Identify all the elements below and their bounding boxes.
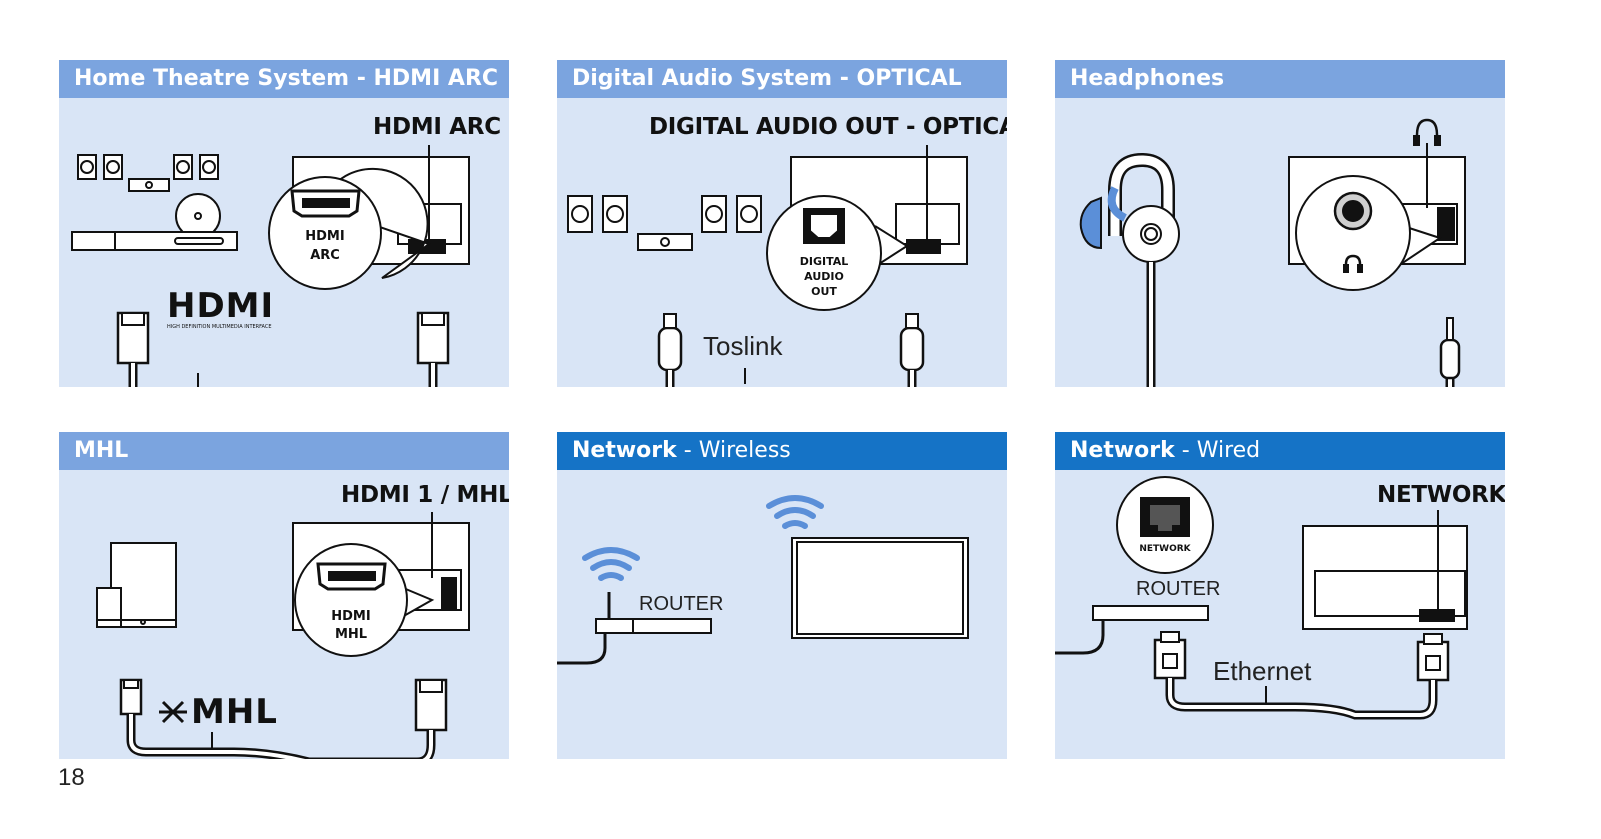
zoom-label-arc: ARC — [310, 248, 340, 263]
panel-title-light: - Wireless — [676, 438, 791, 463]
zoom-label-network: NETWORK — [1139, 544, 1191, 554]
ethernet-plug-icon — [1416, 640, 1450, 682]
headphone-jack-plug-icon — [1439, 338, 1461, 380]
panel-body: HDMI 1 / MHL HDMI MHL MHL — [59, 470, 509, 759]
panel-body: NETWORK NETWORK ROUTER Ethernet — [1055, 470, 1505, 759]
mhl-logo: MHL — [191, 692, 278, 732]
panel-network-wired: Network - Wired — [1055, 432, 1505, 759]
speaker-icon — [199, 154, 219, 180]
zoom-bubble — [766, 195, 882, 311]
panel-title: MHL — [59, 432, 509, 470]
zoom-label-mhl: MHL — [334, 627, 368, 642]
ethernet-plug-icon — [1153, 638, 1187, 680]
hdmi-logo: HDMI HIGH DEFINITION MULTIMEDIA INTERFAC… — [167, 286, 275, 330]
panel-title: Network - Wireless — [557, 432, 1007, 470]
mhl-logo-icon — [159, 700, 187, 724]
port-label: DIGITAL AUDIO OUT - OPTICAL — [649, 114, 1007, 140]
toslink-cable — [665, 370, 917, 387]
toslink-plug-icon — [899, 326, 925, 372]
headphones-diagram — [1079, 118, 1466, 387]
panel-mhl: MHL — [59, 432, 509, 759]
panel-title: Headphones — [1055, 60, 1505, 98]
network-port — [1419, 609, 1455, 622]
tv-icon — [791, 537, 969, 639]
center-speaker-icon — [637, 233, 693, 251]
digital-audio-diagram — [567, 145, 968, 387]
port-label: NETWORK — [1377, 482, 1505, 508]
speaker-icon — [173, 154, 193, 180]
panel-body: ROUTER — [557, 470, 1007, 759]
hdmi-cable — [128, 363, 438, 387]
router-label: ROUTER — [1136, 578, 1221, 600]
panel-home-theatre: Home Theatre System - HDMI ARC — [59, 60, 509, 387]
panel-digital-audio: Digital Audio System - OPTICAL — [557, 60, 1007, 387]
page-number: 18 — [58, 764, 85, 791]
headphone-cable — [1146, 262, 1455, 387]
port-label: HDMI ARC — [373, 114, 501, 140]
cable-label: Toslink — [703, 331, 783, 361]
port-label: HDMI 1 / MHL — [341, 482, 509, 508]
hdmi-mhl-port — [441, 577, 457, 611]
optical-port — [906, 239, 941, 254]
panel-title: Home Theatre System - HDMI ARC — [59, 60, 509, 98]
router-label: ROUTER — [639, 593, 724, 615]
wireless-diagram — [557, 495, 969, 665]
panel-headphones: Headphones — [1055, 60, 1505, 387]
panel-body: HDMI ARC HDMI ARC HDMI HIGH DEFINITION M… — [59, 98, 509, 387]
zoom-bubble — [1295, 175, 1411, 291]
toslink-plug-icon — [657, 326, 683, 372]
wired-diagram — [1055, 476, 1468, 720]
center-speaker-icon — [128, 178, 170, 192]
panel-title-light: - Wired — [1174, 438, 1261, 463]
zoom-label-digital: DIGITAL — [799, 255, 849, 268]
phone-icon — [96, 587, 122, 628]
home-theatre-diagram — [71, 145, 470, 387]
panel-title: Digital Audio System - OPTICAL — [557, 60, 1007, 98]
zoom-label-hdmi: HDMI — [305, 229, 345, 244]
home-theatre-unit-icon — [71, 231, 238, 251]
headphone-port — [1437, 207, 1455, 241]
panel-title-bold: Network — [572, 438, 677, 463]
headphone-small-icon — [1344, 254, 1362, 270]
cable-label: Ethernet — [1213, 656, 1312, 686]
speaker-icon — [77, 154, 97, 180]
router-icon — [1092, 605, 1209, 621]
wifi-icon — [766, 495, 824, 529]
panel-body: DIGITAL AUDIO OUT - OPTICAL DIGITAL AUDI… — [557, 98, 1007, 387]
router-icon — [595, 618, 712, 634]
headphone-small-icon — [1415, 118, 1439, 143]
panel-body — [1055, 98, 1505, 387]
mhl-diagram — [96, 512, 470, 759]
zoom-label-audio: AUDIO — [804, 270, 844, 283]
zoom-label-hdmi: HDMI — [331, 609, 371, 624]
speaker-icon — [103, 154, 123, 180]
wifi-icon — [582, 547, 640, 581]
panel-title: Network - Wired — [1055, 432, 1505, 470]
panel-title-bold: Network — [1070, 438, 1175, 463]
panel-network-wireless: Network - Wireless — [557, 432, 1007, 759]
zoom-label-out: OUT — [811, 285, 837, 298]
